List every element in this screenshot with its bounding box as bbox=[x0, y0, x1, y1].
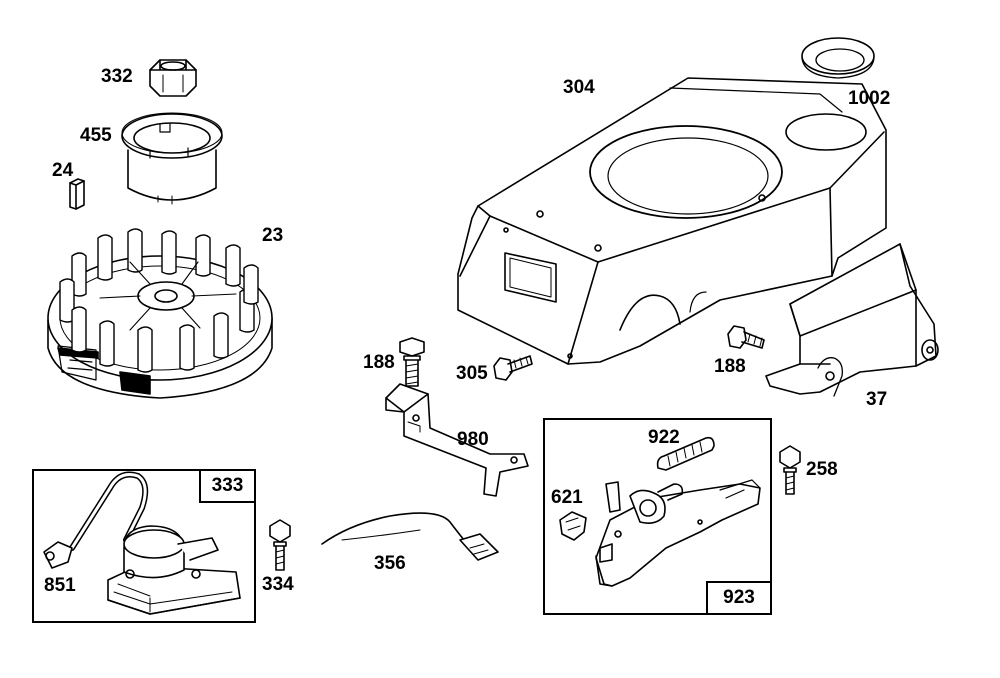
bracket-drawing bbox=[386, 384, 528, 496]
label-screw-control: 258 bbox=[806, 459, 838, 480]
flywheel-key-drawing bbox=[70, 179, 84, 209]
label-screw-housing: 305 bbox=[456, 363, 488, 384]
label-grommet: 1002 bbox=[848, 88, 891, 109]
blower-housing-drawing bbox=[458, 78, 886, 364]
label-screw-right: 188 bbox=[714, 356, 746, 377]
flywheel-nut-drawing bbox=[150, 60, 196, 96]
screw-control-drawing bbox=[780, 446, 800, 494]
label-flywheel: 23 bbox=[262, 225, 284, 246]
label-spring: 922 bbox=[648, 427, 680, 448]
screw-right-drawing bbox=[728, 326, 764, 348]
armature-assembly-frame bbox=[32, 469, 256, 623]
label-bracket: 980 bbox=[457, 429, 489, 450]
label-blower-housing: 304 bbox=[563, 77, 595, 98]
screw-left-drawing bbox=[400, 338, 424, 386]
label-ground-wire: 356 bbox=[374, 553, 406, 574]
air-guide-drawing bbox=[766, 244, 938, 396]
label-starter-cup: 455 bbox=[80, 125, 112, 146]
label-armature-screw: 334 bbox=[262, 574, 294, 595]
control-assembly-tag: 923 bbox=[706, 581, 772, 615]
control-assembly-frame bbox=[543, 418, 772, 615]
control-assembly-drawing bbox=[560, 438, 760, 586]
grommet-drawing bbox=[802, 38, 874, 78]
armature-assembly-drawing bbox=[44, 475, 240, 615]
label-link: 621 bbox=[551, 487, 583, 508]
armature-assembly-tag: 333 bbox=[199, 469, 256, 503]
label-air-guide: 37 bbox=[866, 389, 888, 410]
label-screw-left: 188 bbox=[363, 352, 395, 373]
screw-housing-drawing bbox=[494, 356, 532, 380]
ground-wire-drawing bbox=[322, 513, 498, 560]
flywheel-drawing bbox=[48, 229, 272, 398]
label-flywheel-nut: 332 bbox=[101, 66, 133, 87]
label-flywheel-key: 24 bbox=[52, 160, 74, 181]
starter-cup-drawing bbox=[122, 113, 222, 204]
label-spark-plug-boot: 851 bbox=[44, 575, 76, 596]
armature-screw-drawing bbox=[270, 520, 290, 570]
